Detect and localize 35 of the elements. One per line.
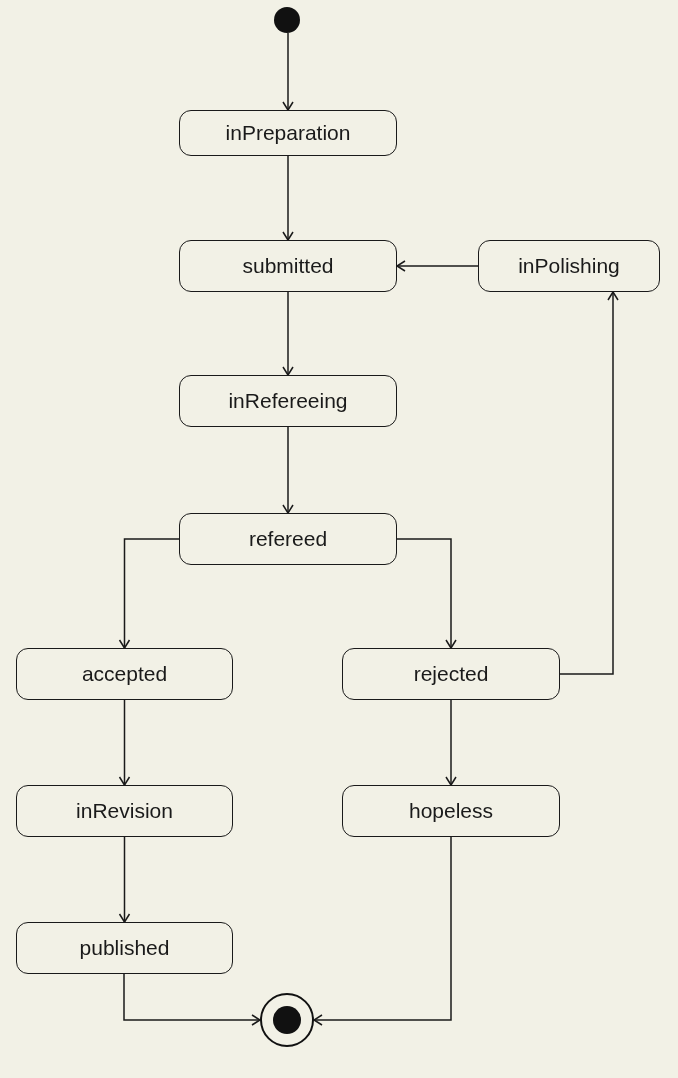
state-box	[342, 785, 560, 837]
transition-arrow	[118, 836, 131, 923]
transition-arrow	[396, 538, 457, 649]
state-box	[16, 922, 233, 974]
state-label: hopeless	[408, 799, 494, 823]
final-state-symbol	[260, 993, 314, 1047]
state-label: published	[79, 936, 170, 960]
state-box	[478, 240, 660, 292]
transition-arrow	[396, 260, 479, 272]
state-label: inRevision	[76, 799, 173, 823]
transition-arrow	[282, 32, 294, 111]
state-box	[179, 375, 397, 427]
state-box	[179, 240, 397, 292]
state-label: inRefereeing	[228, 389, 348, 413]
state-box	[179, 110, 397, 156]
transition-arrow	[313, 836, 452, 1026]
transition-arrow	[282, 426, 294, 514]
transition-arrow	[445, 699, 457, 786]
transition-arrow	[123, 973, 261, 1026]
transition-arrow	[118, 699, 131, 786]
state-box	[179, 513, 397, 565]
transition-arrow	[282, 155, 294, 241]
state-label: rejected	[413, 662, 489, 686]
state-box	[342, 648, 560, 700]
transition-arrow	[282, 291, 294, 376]
state-label: inPreparation	[225, 121, 351, 145]
state-box	[16, 648, 233, 700]
initial-state-dot	[274, 7, 300, 33]
state-label: inPolishing	[518, 254, 620, 278]
state-label: accepted	[81, 662, 168, 686]
state-label: refereed	[248, 527, 328, 551]
transition-arrow	[559, 291, 619, 675]
state-box	[16, 785, 233, 837]
transition-arrow	[118, 538, 180, 649]
state-label: submitted	[242, 254, 334, 278]
